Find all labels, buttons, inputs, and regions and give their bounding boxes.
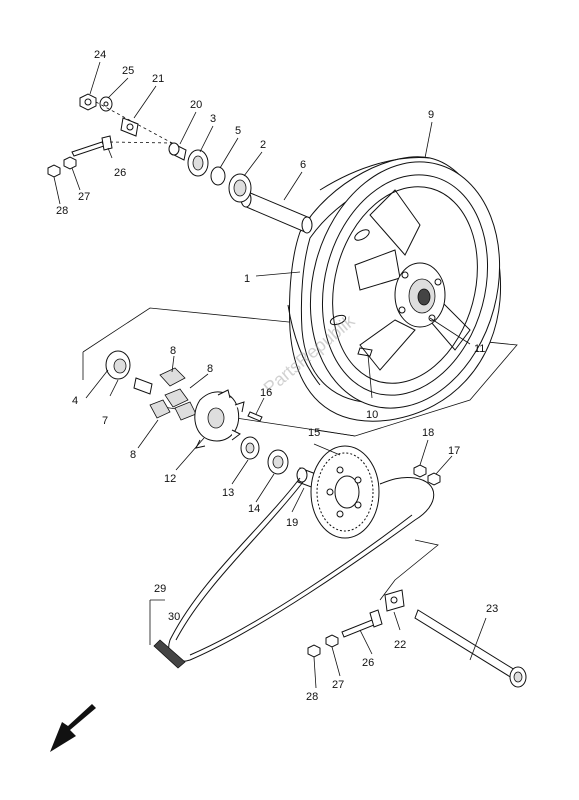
nut-27a [63,156,77,170]
label-8a: 8 [170,345,176,357]
nut-28b [307,644,321,658]
label-28a: 28 [56,205,68,217]
oil-seal-3 [187,149,209,177]
drive-chain [153,477,435,669]
label-22: 22 [394,639,406,651]
damper-8 [149,367,197,421]
label-18: 18 [422,427,434,439]
label-2: 2 [260,139,266,151]
label-3: 3 [210,113,216,125]
label-1: 1 [244,273,250,285]
label-7: 7 [102,415,108,427]
label-12: 12 [164,473,176,485]
collar-6 [240,190,313,234]
label-27b: 27 [332,679,344,691]
label-30: 30 [168,611,180,623]
washer-25 [99,96,113,112]
label-17: 17 [448,445,460,457]
front-direction-arrow-icon [50,704,96,752]
label-13: 13 [222,487,234,499]
bearing-13 [240,436,260,460]
label-19: 19 [286,517,298,529]
oil-seal-14 [267,449,289,475]
label-8b: 8 [207,363,213,375]
nut-27b [325,634,339,648]
wheel-rim [309,161,501,409]
sprocket-15 [310,445,380,539]
label-5: 5 [235,125,241,137]
label-26b: 26 [362,657,374,669]
label-24: 24 [94,49,106,61]
leader-lines [53,61,487,689]
label-21: 21 [152,73,164,85]
axle-23 [414,609,527,688]
bearing-2 [228,173,252,203]
label-28b: 28 [306,691,318,703]
sprocket-hub-12 [194,389,245,449]
label-10: 10 [366,409,378,421]
chain-frame-outline [149,539,439,645]
label-4: 4 [72,395,78,407]
nut-17 [427,472,441,486]
bolt-26a [71,135,113,157]
label-11: 11 [474,343,485,355]
label-6: 6 [300,159,306,171]
adjust-block-22 [384,589,405,612]
label-23: 23 [486,603,498,615]
part-labels: 24 25 21 20 3 5 2 6 9 26 27 28 1 11 10 8… [56,49,498,703]
nut-24 [79,93,97,111]
label-27a: 27 [78,191,90,203]
label-8c: 8 [130,449,136,461]
label-14: 14 [248,503,260,515]
nut-28a [47,164,61,178]
bolt-16 [247,411,263,422]
collar-7 [133,377,153,395]
bearing-4 [105,350,131,380]
label-20: 20 [190,99,202,111]
label-15: 15 [308,427,320,439]
axis-dash-top [95,101,173,144]
circlip-5 [210,166,226,186]
label-9: 9 [428,109,434,121]
nut-18 [413,464,427,478]
label-29: 29 [154,583,166,595]
label-26a: 26 [114,167,126,179]
label-16: 16 [260,387,272,399]
adjust-block-21 [120,117,139,137]
label-25: 25 [122,65,134,77]
collar-20 [168,142,187,161]
bolt-26b [341,609,383,638]
